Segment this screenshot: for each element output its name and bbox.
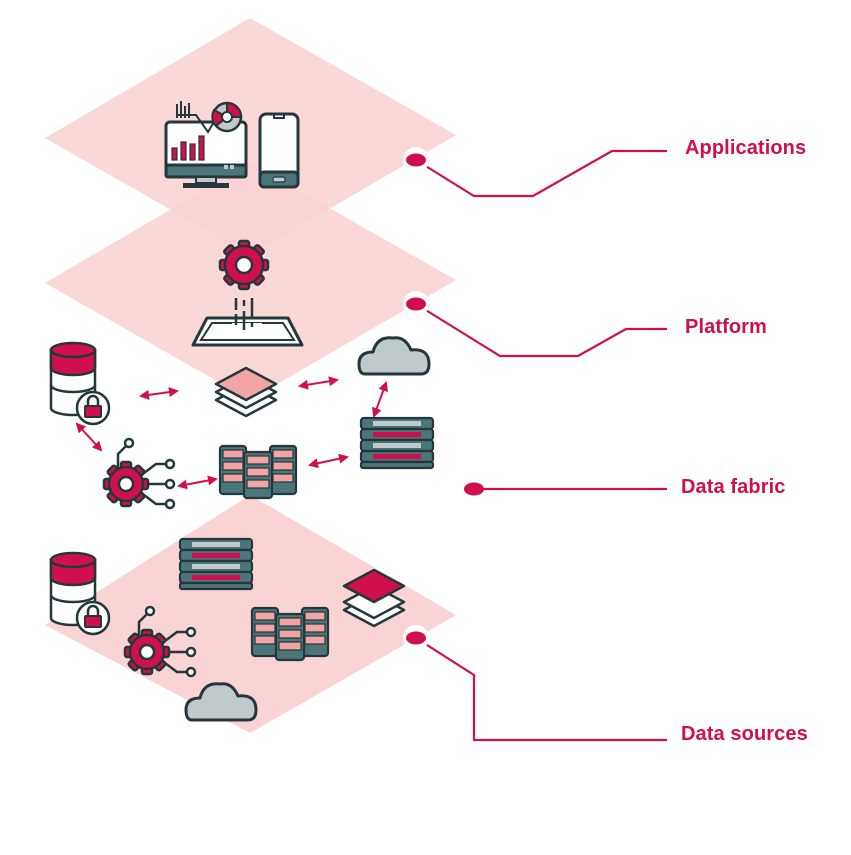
cloud-icon [357, 336, 431, 376]
callout-lines [415, 149, 667, 742]
label-applications: Applications [685, 137, 807, 159]
label-data-fabric: Data fabric [681, 476, 786, 498]
double-arrow-icon [75, 376, 388, 490]
server-rack-icon [250, 606, 330, 662]
gear-network-icon [102, 437, 176, 510]
platform-base-icon [191, 298, 304, 347]
callout-dots [403, 147, 484, 651]
server-stack-icon [359, 416, 435, 470]
database-lock-icon [49, 341, 111, 426]
smartphone-icon [258, 112, 300, 189]
plane-applications [45, 18, 456, 255]
layers-icon [214, 366, 278, 418]
label-platform: Platform [685, 316, 767, 338]
server-rack-icon [218, 444, 298, 500]
server-stack-icon [178, 537, 254, 591]
dashboard-monitor-icon [164, 101, 248, 188]
label-data-sources: Data sources [681, 723, 808, 745]
gear-icon [218, 239, 270, 291]
